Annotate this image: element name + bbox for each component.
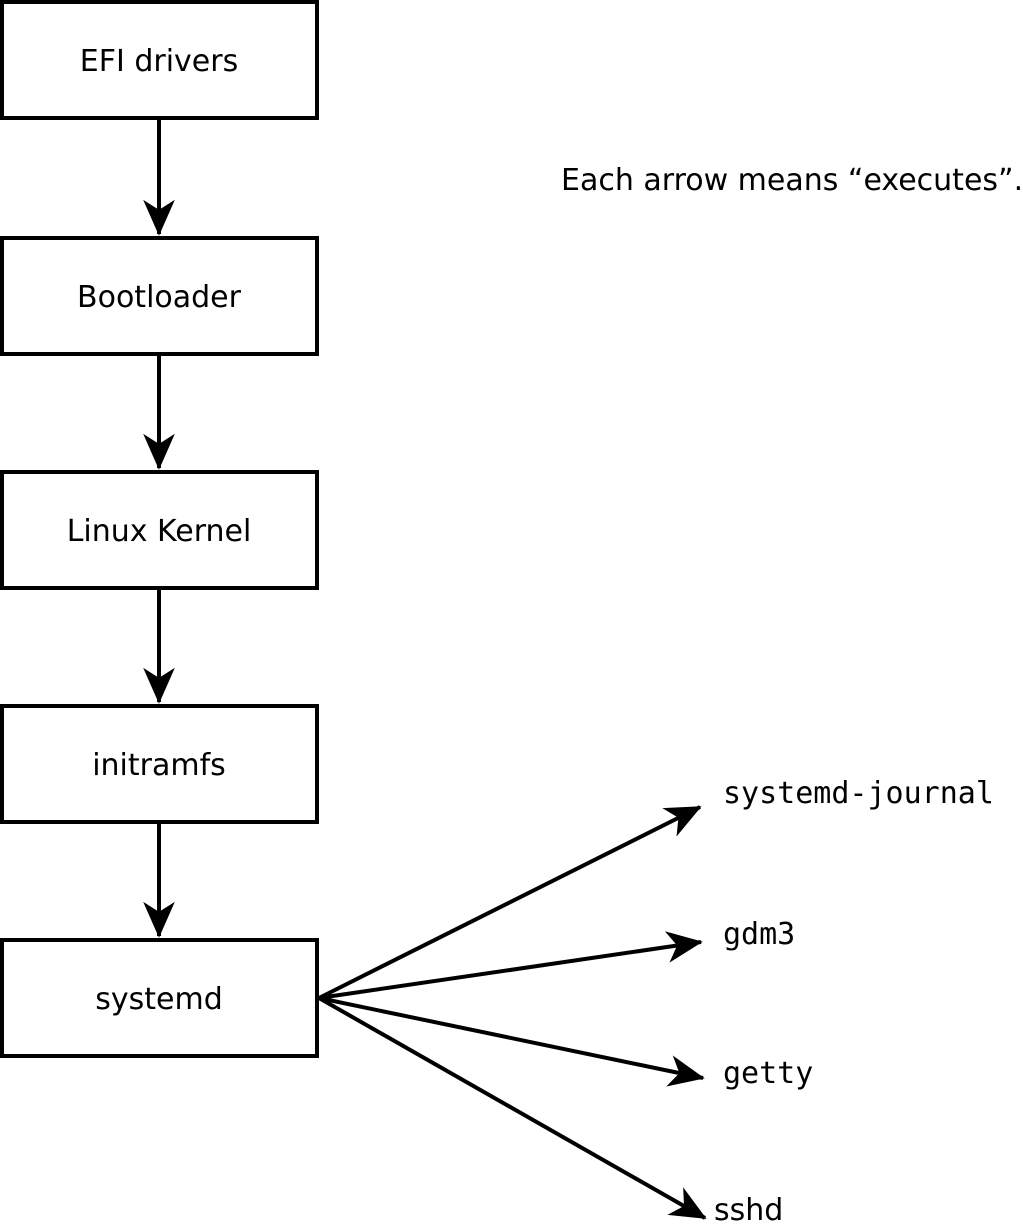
node-box bbox=[0, 236, 319, 356]
executes-arrow-systemd-to-getty bbox=[318, 996, 705, 1087]
node-systemd: systemd bbox=[0, 938, 319, 1058]
executes-arrow-systemd-to-sshd bbox=[318, 996, 707, 1220]
node-label: Linux Kernel bbox=[67, 514, 252, 549]
node-bootloader: Bootloader bbox=[0, 236, 319, 356]
node-label: initramfs bbox=[92, 748, 226, 783]
executes-arrow-systemd-to-gdm3 bbox=[318, 931, 703, 1000]
node-box bbox=[0, 938, 319, 1058]
service-label-sshd: sshd bbox=[714, 1193, 783, 1228]
node-label: EFI drivers bbox=[80, 44, 238, 79]
service-label-gdm3: gdm3 bbox=[723, 917, 795, 952]
node-initramfs: initramfs bbox=[0, 704, 319, 824]
node-efi-drivers: EFI drivers bbox=[0, 0, 319, 120]
node-box bbox=[0, 704, 319, 824]
node-box bbox=[0, 0, 319, 120]
legend-note: Each arrow means “executes”. bbox=[561, 163, 1023, 198]
service-label-systemd-journal: systemd-journal bbox=[723, 776, 994, 811]
node-linux-kernel: Linux Kernel bbox=[0, 470, 319, 590]
executes-arrow-systemd-to-systemd-journal bbox=[318, 805, 702, 1000]
node-label: Bootloader bbox=[77, 280, 242, 315]
node-box bbox=[0, 470, 319, 590]
service-label-getty: getty bbox=[723, 1056, 813, 1091]
node-label: systemd bbox=[95, 982, 223, 1017]
